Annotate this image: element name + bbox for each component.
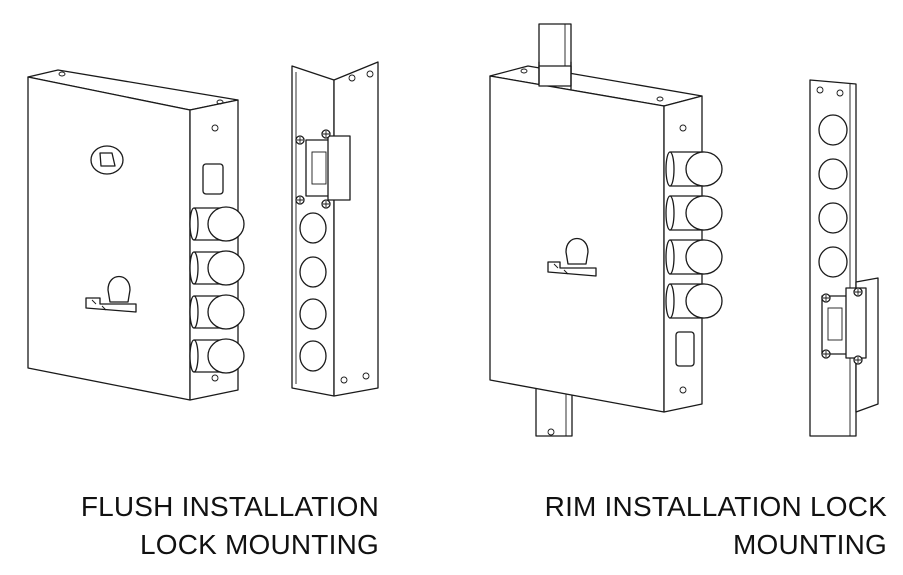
latch-strike-icon [295,129,351,209]
bolt-hole-icon [299,256,327,288]
caption-line: FLUSH INSTALLATION [80,491,379,522]
deadbolt-icon [189,250,245,286]
bolt-hole-icon [299,212,327,244]
deadbolt-icon [665,283,723,319]
screw-hole-icon [547,428,555,436]
screw-hole-icon [656,96,664,102]
deadbolt-icon [665,239,723,275]
screw-hole-icon [366,70,374,78]
flush-deadbolts [189,206,245,374]
screw-hole-icon [58,71,66,77]
rim-lock-body [489,23,723,437]
bolt-hole-icon [818,158,848,190]
rim-installation-caption: RIM INSTALLATION LOCK MOUNTING [545,488,887,564]
bolt-hole-icon [818,114,848,146]
screw-icon [679,124,687,132]
caption-line: RIM INSTALLATION LOCK [544,491,887,522]
screw-icon [679,386,687,394]
caption-line: MOUNTING [732,529,887,560]
caption-line: LOCK MOUNTING [139,529,379,560]
screw-hole-icon [520,68,528,74]
screw-icon [211,124,219,132]
screw-hole-icon [340,376,348,384]
latch-bolt-icon [675,331,695,367]
bolt-hole-icon [299,340,327,372]
rim-lock-front-face [489,75,665,413]
deadbolt-icon [665,151,723,187]
flush-lock-body [27,69,245,401]
spindle-bracket-icon [85,275,137,313]
flush-lock-front-face [27,76,191,401]
rim-deadbolts [665,151,723,319]
rim-strike-plate [809,79,879,437]
deadbolt-icon [665,195,723,231]
bolt-hole-icon [818,246,848,278]
screw-hole-icon [836,89,844,97]
screw-hole-icon [216,99,224,105]
deadbolt-icon [189,338,245,374]
screw-hole-icon [816,86,824,94]
flush-strike-plate [291,61,379,397]
deadbolt-icon [189,206,245,242]
bottom-connecting-rod [535,387,573,437]
screw-icon [211,374,219,382]
latch-bolt-icon [202,163,224,195]
bolt-hole-icon [818,202,848,234]
key-cylinder-icon [90,145,124,175]
flush-installation-caption: FLUSH INSTALLATION LOCK MOUNTING [81,488,379,564]
screw-hole-icon [362,372,370,380]
spindle-bracket-icon [547,237,597,277]
bolt-hole-icon [299,298,327,330]
strike-plate-side [333,61,379,397]
latch-strike-icon [821,287,867,365]
screw-hole-icon [348,74,356,82]
deadbolt-icon [189,294,245,330]
